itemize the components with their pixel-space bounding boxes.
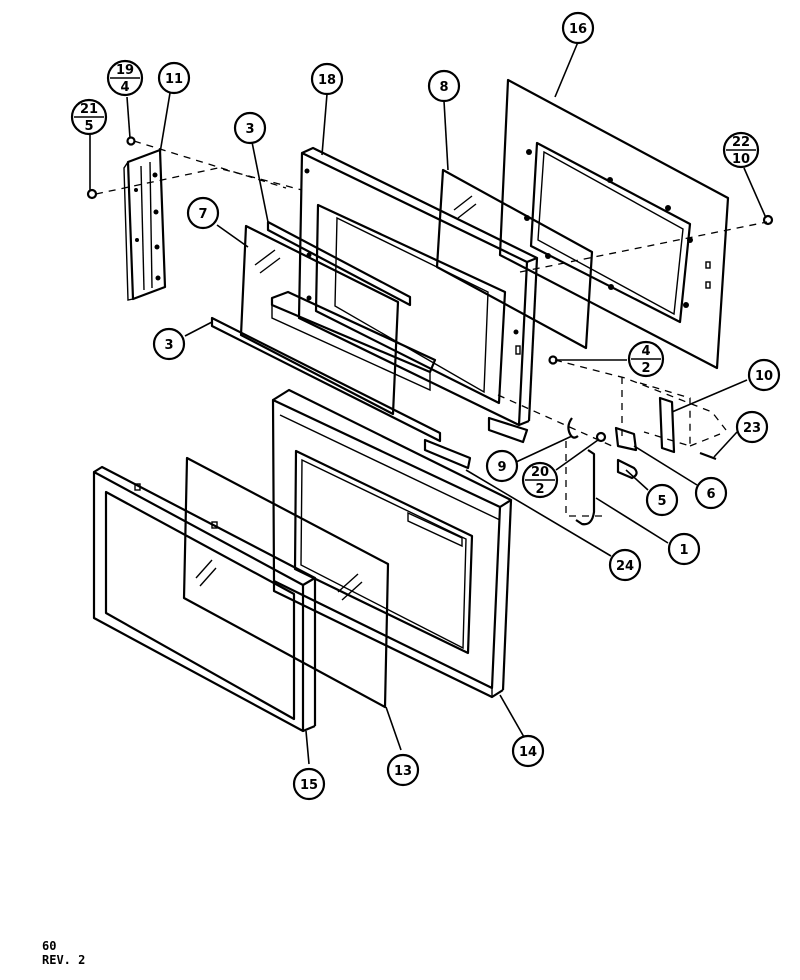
svg-text:23: 23 bbox=[743, 421, 761, 436]
callout-21-over-5: 21 5 bbox=[70, 98, 108, 136]
callout-4-over-2: 4 2 bbox=[627, 340, 665, 378]
svg-text:4: 4 bbox=[641, 344, 650, 359]
svg-text:14: 14 bbox=[519, 745, 537, 760]
callout-24: 24 bbox=[608, 548, 642, 582]
callout-11: 11 bbox=[157, 61, 191, 95]
callout-3-lower: 3 bbox=[152, 327, 186, 361]
hinge-bracket-11 bbox=[123, 148, 167, 301]
svg-text:3: 3 bbox=[164, 338, 173, 353]
callout-15: 15 bbox=[292, 767, 326, 801]
callout-10: 10 bbox=[747, 358, 781, 392]
svg-text:1: 1 bbox=[679, 543, 688, 558]
svg-text:6: 6 bbox=[706, 487, 715, 502]
svg-text:24: 24 bbox=[616, 559, 634, 574]
callout-14: 14 bbox=[511, 734, 545, 768]
svg-text:8: 8 bbox=[439, 80, 448, 95]
glass-channel-lower bbox=[210, 316, 442, 443]
svg-text:16: 16 bbox=[569, 22, 587, 37]
alignment-lines bbox=[95, 140, 768, 517]
svg-text:4: 4 bbox=[120, 80, 129, 95]
svg-text:15: 15 bbox=[300, 778, 318, 793]
callout-20-over-2: 20 2 bbox=[521, 461, 559, 499]
svg-text:5: 5 bbox=[84, 119, 93, 134]
callout-7: 7 bbox=[186, 196, 220, 230]
trim-frame-15 bbox=[92, 465, 317, 733]
inner-frame-18 bbox=[297, 146, 539, 444]
page-number: 60 bbox=[42, 939, 57, 953]
svg-text:10: 10 bbox=[755, 369, 773, 384]
svg-text:20: 20 bbox=[531, 465, 549, 480]
callout-22-over-10: 22 10 bbox=[722, 131, 760, 169]
callout-8: 8 bbox=[427, 69, 461, 103]
svg-text:3: 3 bbox=[245, 122, 254, 137]
callout-19-over-4: 19 4 bbox=[106, 59, 144, 97]
svg-text:22: 22 bbox=[732, 135, 750, 150]
inner-glass-7 bbox=[239, 224, 400, 416]
glass-tray bbox=[270, 290, 437, 392]
svg-text:11: 11 bbox=[165, 72, 183, 87]
outer-door-14 bbox=[271, 388, 513, 699]
callout-16: 16 bbox=[561, 11, 595, 45]
callout-9: 9 bbox=[485, 449, 519, 483]
callout-3-upper: 3 bbox=[233, 111, 267, 145]
screws bbox=[86, 136, 774, 365]
inner-glass-8 bbox=[435, 168, 594, 350]
callout-5: 5 bbox=[645, 483, 679, 517]
callout-18: 18 bbox=[310, 62, 344, 96]
svg-text:18: 18 bbox=[318, 73, 336, 88]
svg-text:13: 13 bbox=[394, 764, 412, 779]
svg-text:9: 9 bbox=[497, 460, 506, 475]
callout-6: 6 bbox=[694, 476, 728, 510]
svg-text:5: 5 bbox=[657, 494, 666, 509]
back-panel bbox=[498, 78, 730, 370]
svg-text:10: 10 bbox=[732, 152, 750, 167]
svg-text:7: 7 bbox=[198, 207, 207, 222]
hinge-assembly bbox=[567, 396, 717, 526]
svg-text:2: 2 bbox=[535, 482, 544, 497]
leader-lines bbox=[89, 41, 767, 765]
callout-23: 23 bbox=[735, 410, 769, 444]
glass-channel-upper bbox=[266, 220, 412, 307]
svg-text:19: 19 bbox=[116, 63, 134, 78]
callout-13: 13 bbox=[386, 753, 420, 787]
svg-text:21: 21 bbox=[80, 102, 98, 117]
svg-text:2: 2 bbox=[641, 361, 650, 376]
revision-label: REV. 2 bbox=[42, 953, 86, 967]
outer-glass-13 bbox=[182, 456, 390, 709]
callout-1: 1 bbox=[667, 532, 701, 566]
